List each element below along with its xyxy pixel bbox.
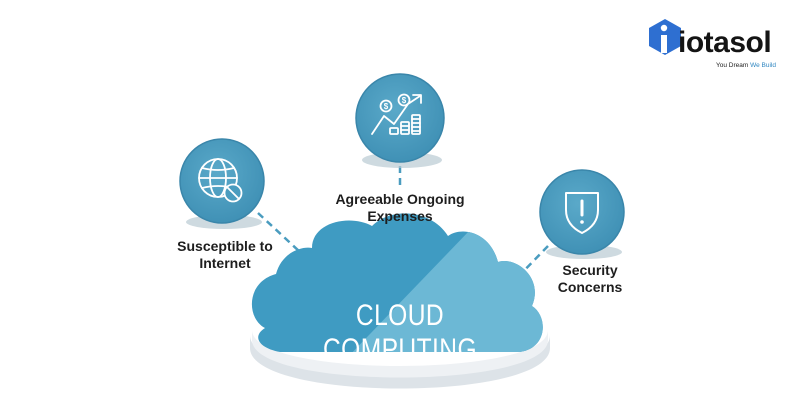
blocked-globe-icon bbox=[198, 158, 243, 203]
label-internet-line1: Susceptible to bbox=[177, 238, 273, 254]
cloud-title: CLOUD COMPUTING bbox=[322, 299, 478, 366]
tagline-accent: We Build bbox=[750, 62, 776, 69]
label-expenses-line1: Agreeable Ongoing bbox=[335, 191, 465, 207]
node-expenses-circle bbox=[355, 73, 445, 168]
label-expenses-line2: Expenses bbox=[367, 208, 433, 224]
logo-mark-icon bbox=[649, 19, 681, 55]
label-internet: Susceptible to Internet bbox=[160, 238, 290, 272]
finance-growth-icon: $ $ bbox=[371, 93, 422, 135]
label-internet-line2: Internet bbox=[199, 255, 251, 271]
label-expenses: Agreeable Ongoing Expenses bbox=[320, 191, 480, 225]
security-shield-icon bbox=[565, 192, 599, 234]
svg-text:$: $ bbox=[402, 96, 407, 105]
cloud-shape bbox=[251, 213, 543, 352]
logo-tagline: You Dream We Build bbox=[716, 62, 776, 69]
tagline-main: You Dream bbox=[716, 62, 751, 69]
label-security-line2: Concerns bbox=[557, 279, 623, 295]
label-security: Security Concerns bbox=[535, 262, 645, 296]
cloud-base bbox=[250, 330, 550, 389]
node-internet-circle bbox=[179, 138, 265, 229]
connector-internet bbox=[257, 212, 301, 253]
logo-wordmark: iotasol bbox=[678, 26, 772, 59]
connector-security bbox=[511, 245, 549, 284]
svg-text:$: $ bbox=[384, 102, 389, 111]
label-security-line1: Security bbox=[562, 262, 618, 278]
